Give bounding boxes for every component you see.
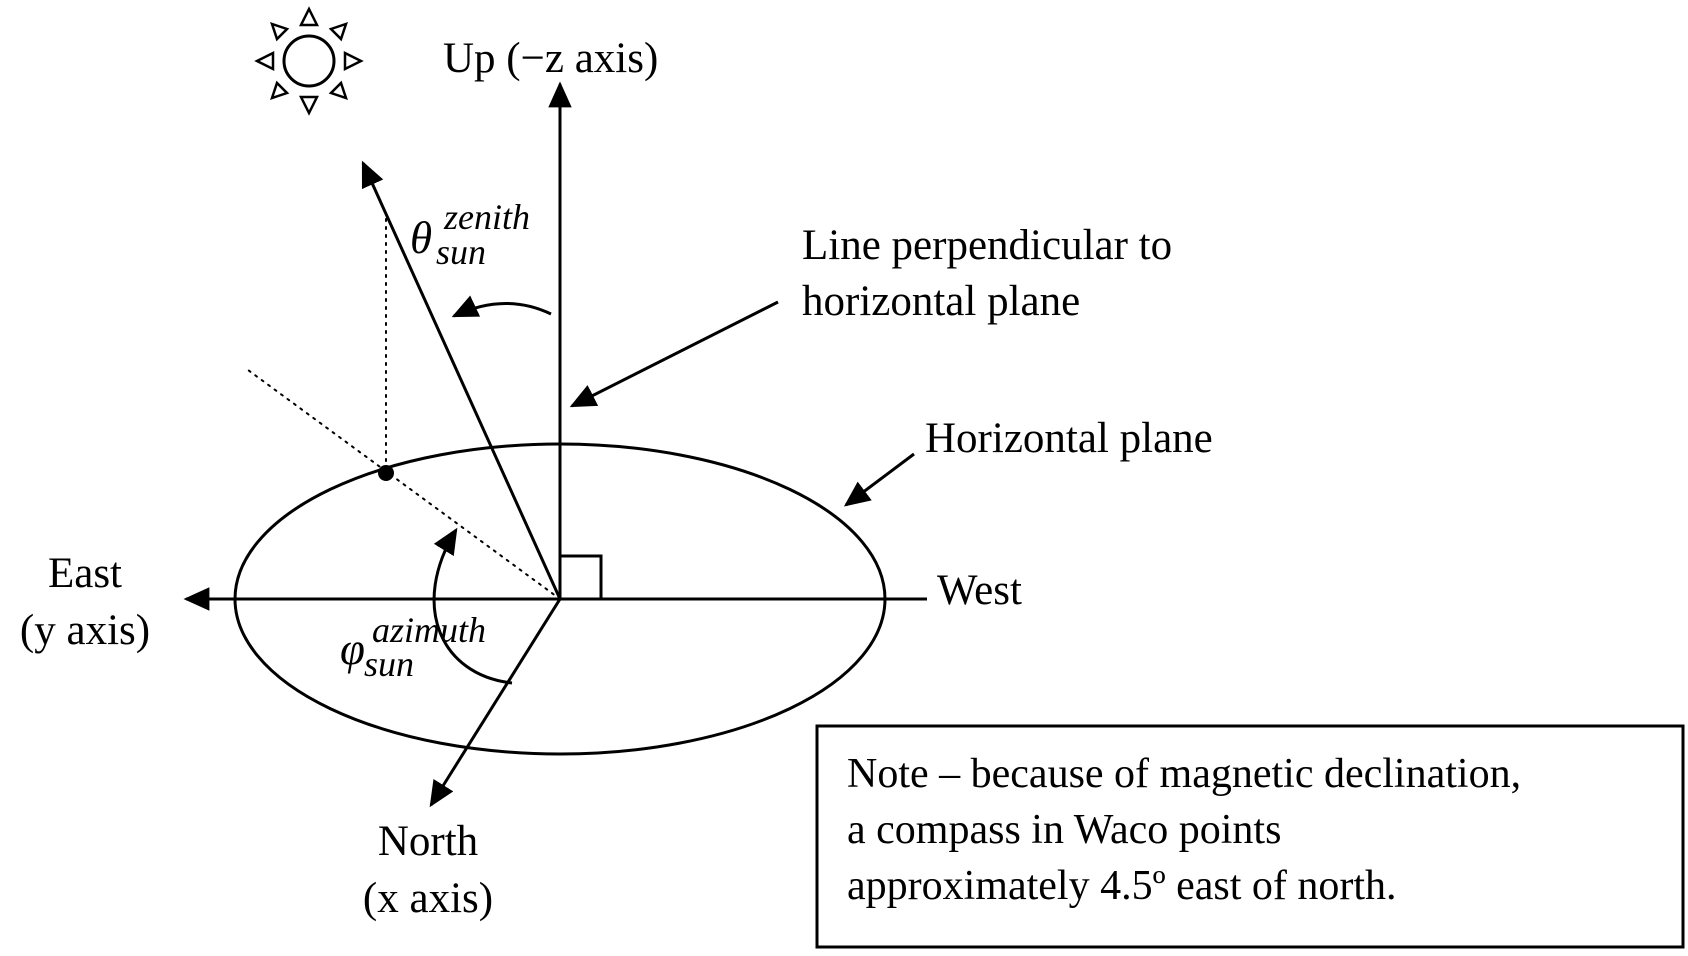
plane-pointer-arrow	[843, 452, 915, 507]
note-line-3: approximately 4.5º east of north.	[847, 863, 1397, 909]
projection-point	[378, 465, 394, 481]
up-axis-label: Up (−z axis)	[443, 35, 658, 82]
zenith-subscript: sun	[436, 232, 486, 272]
east-label: East	[48, 550, 122, 597]
north-axis-sub-label: (x axis)	[363, 875, 493, 922]
note-box	[815, 724, 1685, 949]
east-axis-sub-label: (y axis)	[20, 607, 150, 654]
zenith-superscript: zenith	[443, 197, 530, 237]
note-line-2: a compass in Waco points	[847, 807, 1281, 853]
azimuth-phi: φ	[340, 624, 365, 674]
north-label: North	[378, 818, 478, 865]
azimuth-subscript: sun	[364, 644, 414, 684]
sun-icon	[254, 6, 364, 116]
north-axis-arrow	[429, 598, 562, 808]
azimuth-angle-symbol: φ azimuth sun	[340, 610, 486, 684]
azimuth-superscript: azimuth	[372, 610, 486, 650]
sun-direction-arrow	[361, 160, 562, 600]
west-label: West	[937, 567, 1022, 614]
perpendicular-line-label-2: horizontal plane	[802, 278, 1080, 325]
projection-line-horizontal	[247, 369, 561, 600]
perpendicular-pointer-arrow	[569, 300, 779, 408]
right-angle-marker	[560, 554, 603, 599]
zenith-theta: θ	[410, 213, 432, 263]
zenith-angle-arc	[451, 295, 552, 318]
azimuth-angle-arc	[432, 527, 513, 685]
note-line-1: Note – because of magnetic declination,	[847, 751, 1521, 797]
perpendicular-line-label-1: Line perpendicular to	[802, 222, 1172, 269]
zenith-angle-symbol: θ zenith sun	[410, 197, 530, 272]
horizontal-plane-label: Horizontal plane	[925, 415, 1213, 462]
